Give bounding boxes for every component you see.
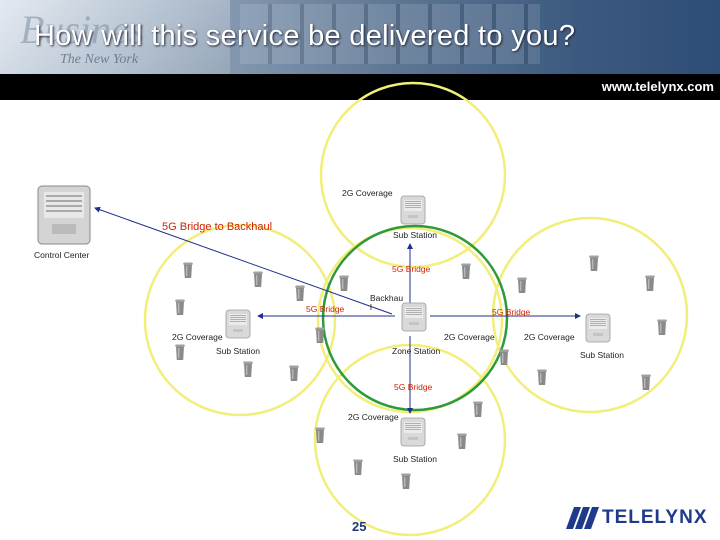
right-substation-icon: [585, 313, 611, 343]
right-bridge-label: 5G Bridge: [492, 307, 531, 317]
bridge-to-backhaul-label: 5G Bridge to Backhaul: [162, 221, 273, 233]
bottom-bridge-label: 5G Bridge: [394, 382, 433, 392]
left-coverage-label: 2G Coverage: [172, 332, 223, 342]
zone-circle: [321, 224, 509, 412]
top-bridge-label: 5G Bridge: [392, 264, 431, 274]
control-center-icon: [37, 185, 91, 245]
top-substation-icon: [400, 195, 426, 225]
zone-station-label: Zone Station: [392, 346, 441, 356]
website-url: www.telelynx.com: [601, 79, 714, 94]
telelynx-logo: TELELYNX: [565, 506, 708, 530]
right-coverage-label: 2G Coverage: [524, 332, 575, 342]
header-photo: Busines The New York: [0, 0, 720, 74]
header-banner: Busines The New York How will this servi…: [0, 0, 720, 100]
center-coverage-label: 2G Coverage: [444, 332, 495, 342]
top-substation-label: Sub Station: [393, 230, 437, 240]
page-title: How will this service be delivered to yo…: [34, 20, 576, 52]
backhaul-link: [94, 206, 393, 315]
bottom-coverage-label: 2G Coverage: [348, 412, 399, 422]
coverage-circle-left: [143, 223, 337, 417]
right-substation-label: Sub Station: [580, 350, 624, 360]
bottom-substation-label: Sub Station: [393, 454, 437, 464]
zone-station-icon: [401, 302, 427, 332]
top-coverage-label: 2G Coverage: [342, 188, 393, 198]
bottom-substation-icon: [400, 417, 426, 447]
coverage-circle-right: [491, 216, 689, 414]
logo-text: TELELYNX: [602, 507, 708, 528]
left-substation-label: Sub Station: [216, 346, 260, 356]
backhaul-label: Backhau l: [370, 293, 404, 312]
page-number: 25: [352, 519, 367, 534]
telelynx-logo-icon: [565, 507, 600, 529]
left-bridge-label: 5G Bridge: [306, 304, 345, 314]
control-center-label: Control Center: [34, 250, 90, 260]
left-substation-icon: [225, 309, 251, 339]
coverage-circle-top: [319, 81, 507, 269]
